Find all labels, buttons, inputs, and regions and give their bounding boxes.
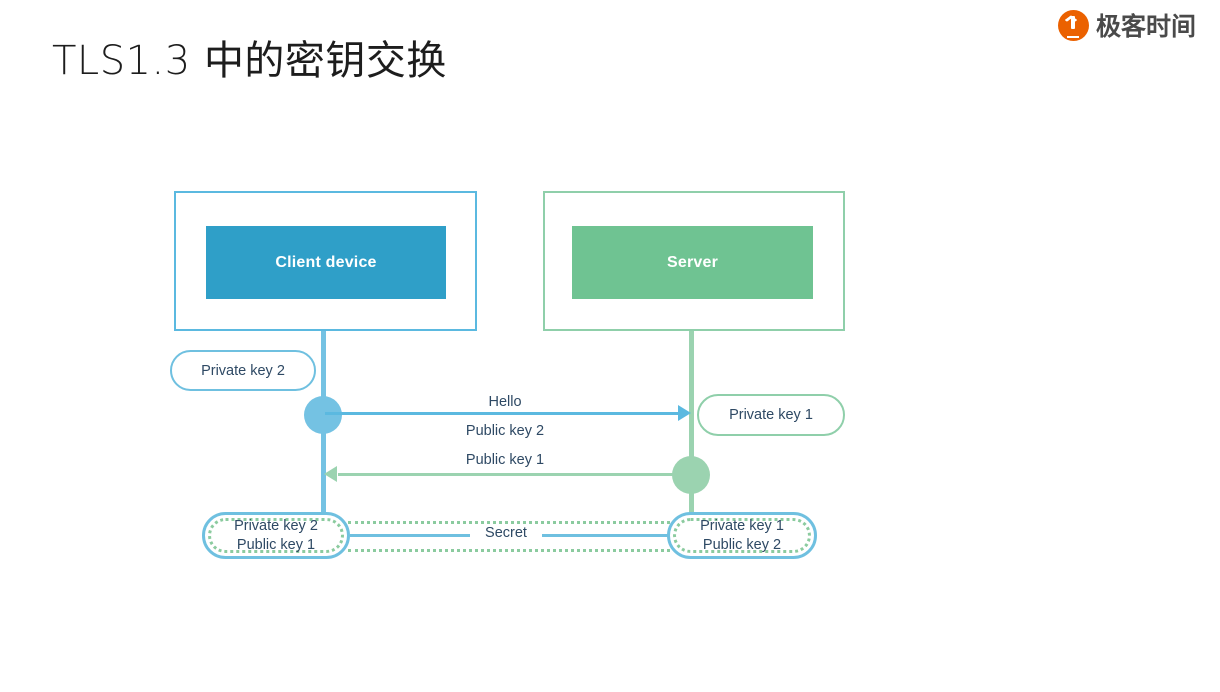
client-to-server-arrowhead-icon [678,405,691,421]
page-title: TLS1.3 中的密钥交换 [52,38,447,84]
client-private-key-pill: Private key 2 [170,350,316,391]
client-derived-key-line-2: Public key 1 [236,536,316,553]
shared-secret-label: Secret [485,525,527,541]
server-box: Server [572,226,813,299]
server-lifeline [689,331,694,536]
server-derived-key-line-1: Private key 1 [700,517,784,534]
secret-solid-line-left [350,534,470,537]
server-to-client-arrow-line [338,473,680,476]
client-junction-dot [304,396,342,434]
server-derived-key-line-2: Public key 2 [702,536,782,553]
message-label-public-key-1: Public key 1 [465,452,545,468]
message-label-public-key-2: Public key 2 [465,423,545,439]
client-to-server-arrow-line [325,412,680,415]
server-derived-keys-text: Private key 1 Public key 2 [673,518,811,553]
client-device-box: Client device [206,226,446,299]
client-derived-key-line-1: Private key 2 [234,517,318,534]
secret-dotted-line-top [348,521,670,524]
brand-logo: 极客时间 [1057,7,1196,43]
message-label-hello: Hello [488,394,522,410]
secret-solid-line-right [542,534,670,537]
secret-dotted-line-bottom [348,549,670,552]
client-derived-keys-pill: Private key 2 Public key 1 [202,512,350,559]
geektime-logo-icon [1057,9,1089,41]
brand-name: 极客时间 [1095,12,1196,41]
client-derived-keys-text: Private key 2 Public key 1 [208,518,344,553]
server-private-key-pill: Private key 1 [697,394,845,436]
server-to-client-arrowhead-icon [324,466,337,482]
server-derived-keys-pill: Private key 1 Public key 2 [667,512,817,559]
